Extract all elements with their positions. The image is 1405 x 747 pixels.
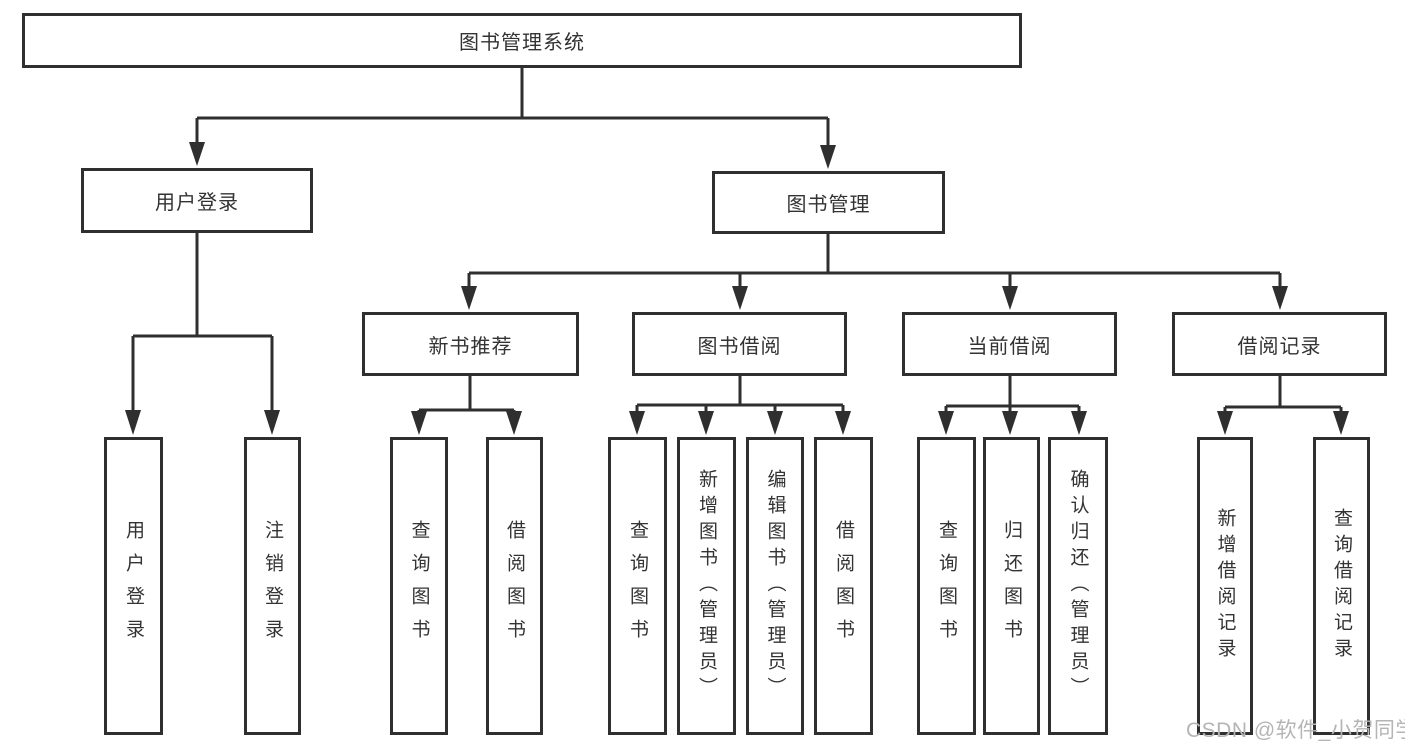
leaf-query-books-borrow-label: 查询图书 <box>627 520 648 652</box>
node-user-login-label: 用户登录 <box>155 192 239 214</box>
node-book-borrow-label: 图书借阅 <box>697 335 782 358</box>
node-borrow-records-label: 借阅记录 <box>1237 335 1322 358</box>
node-library-system: 图书管理系统 <box>22 13 1022 68</box>
leaf-add-borrow-record-label: 新增借阅记录 <box>1214 508 1236 664</box>
leaf-confirm-return-admin-label: 确认归还（管理员） <box>1067 469 1089 703</box>
node-current-borrow-label: 当前借阅 <box>967 335 1052 358</box>
node-book-management-label: 图书管理 <box>786 194 871 216</box>
leaf-user-login-label: 用户登录 <box>123 520 144 652</box>
leaf-query-borrow-record-label: 查询借阅记录 <box>1331 508 1352 664</box>
leaf-edit-books-admin-label: 编辑图书（管理员） <box>764 469 786 703</box>
leaf-user-login: 用户登录 <box>104 437 163 735</box>
leaf-confirm-return-admin: 确认归还（管理员） <box>1048 437 1108 735</box>
leaf-borrow-books-recommend-label: 借阅图书 <box>504 520 525 652</box>
leaf-borrow-books: 借阅图书 <box>814 437 873 735</box>
node-new-book-recommend-label: 新书推荐 <box>428 335 513 358</box>
leaf-add-books-admin-label: 新增图书（管理员） <box>696 469 717 703</box>
watermark: CSDN @软件_小贺同学 <box>1186 719 1405 742</box>
leaf-borrow-books-recommend: 借阅图书 <box>486 437 543 735</box>
node-library-system-label: 图书管理系统 <box>459 32 585 54</box>
node-current-borrow: 当前借阅 <box>902 312 1117 376</box>
leaf-add-books-admin: 新增图书（管理员） <box>677 437 736 735</box>
leaf-query-books-recommend: 查询图书 <box>390 437 448 735</box>
node-book-borrow: 图书借阅 <box>632 312 847 376</box>
leaf-query-books-recommend-label: 查询图书 <box>408 520 430 652</box>
leaf-query-books-borrow: 查询图书 <box>608 437 667 735</box>
leaf-logout-label: 注销登录 <box>262 520 283 652</box>
leaf-query-books-current: 查询图书 <box>917 437 976 735</box>
node-borrow-records: 借阅记录 <box>1172 312 1387 376</box>
node-book-management: 图书管理 <box>712 171 945 234</box>
leaf-query-books-current-label: 查询图书 <box>936 520 957 652</box>
leaf-add-borrow-record: 新增借阅记录 <box>1197 437 1253 735</box>
node-new-book-recommend: 新书推荐 <box>362 312 579 376</box>
leaf-query-borrow-record: 查询借阅记录 <box>1313 437 1370 735</box>
leaf-return-books: 归还图书 <box>983 437 1040 735</box>
leaf-logout: 注销登录 <box>244 437 301 735</box>
leaf-borrow-books-label: 借阅图书 <box>833 520 854 652</box>
leaf-edit-books-admin: 编辑图书（管理员） <box>746 437 804 735</box>
node-user-login: 用户登录 <box>81 168 313 233</box>
leaf-return-books-label: 归还图书 <box>1001 520 1022 652</box>
